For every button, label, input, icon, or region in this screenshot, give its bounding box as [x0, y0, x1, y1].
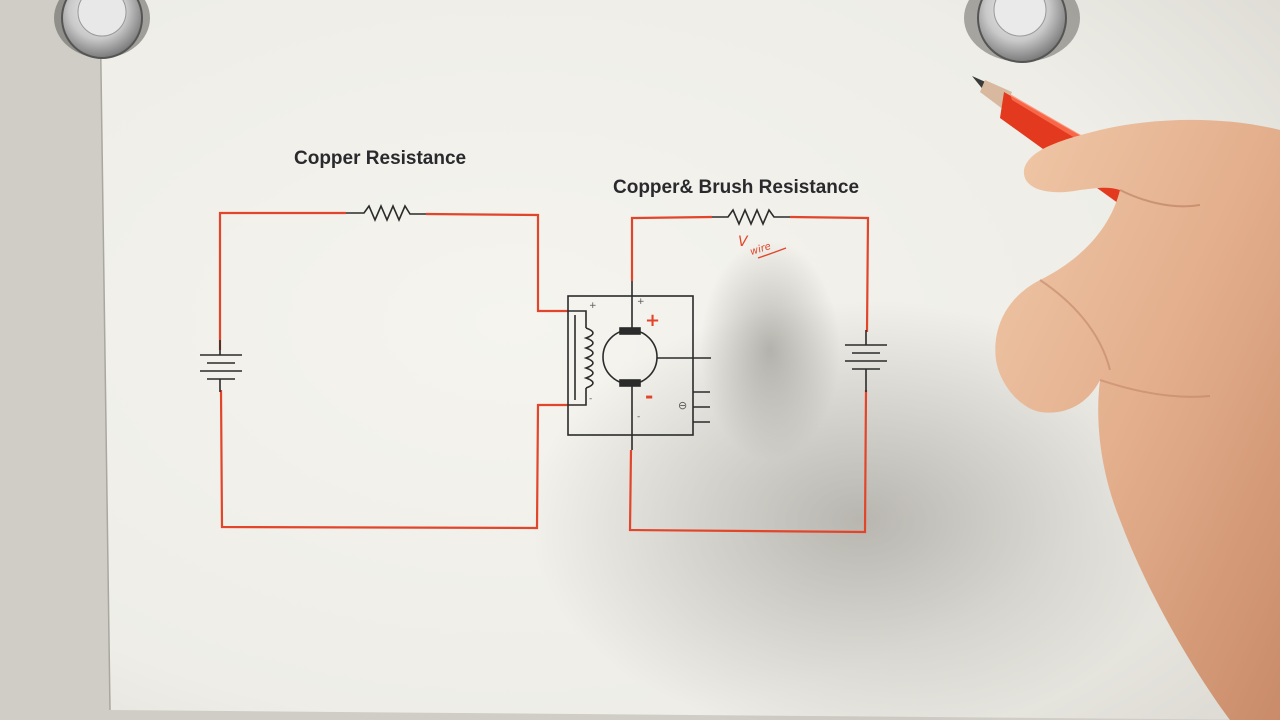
wire	[218, 211, 346, 350]
magnet-icon	[54, 0, 150, 59]
field-top-terminal: +	[589, 301, 597, 311]
wire	[628, 389, 868, 534]
v-wire-annotation-v: V	[738, 234, 748, 250]
armature-plus-mark: +	[645, 310, 661, 331]
armature-bottom-terminal: -	[637, 412, 641, 422]
battery-icon	[845, 330, 887, 392]
hand	[995, 119, 1280, 720]
wire	[219, 389, 568, 530]
wire	[425, 212, 568, 313]
magnet-icon	[964, 0, 1080, 63]
wire	[789, 215, 870, 333]
shaft-symbol: ⊖	[678, 399, 688, 412]
resistor-icon	[346, 203, 426, 223]
battery-icon	[200, 340, 242, 392]
left-circuit	[200, 203, 568, 530]
wire	[630, 215, 713, 281]
motor-symbol	[567, 281, 711, 450]
armature-top-terminal: +	[637, 297, 645, 307]
field-bottom-terminal: -	[589, 394, 593, 404]
left-circuit-title: Copper Resistance	[294, 148, 467, 169]
right-circuit	[628, 207, 887, 534]
right-circuit-title: Copper& Brush Resistance	[613, 177, 860, 198]
armature-minus-mark: -	[645, 384, 654, 408]
resistor-icon	[712, 207, 790, 227]
